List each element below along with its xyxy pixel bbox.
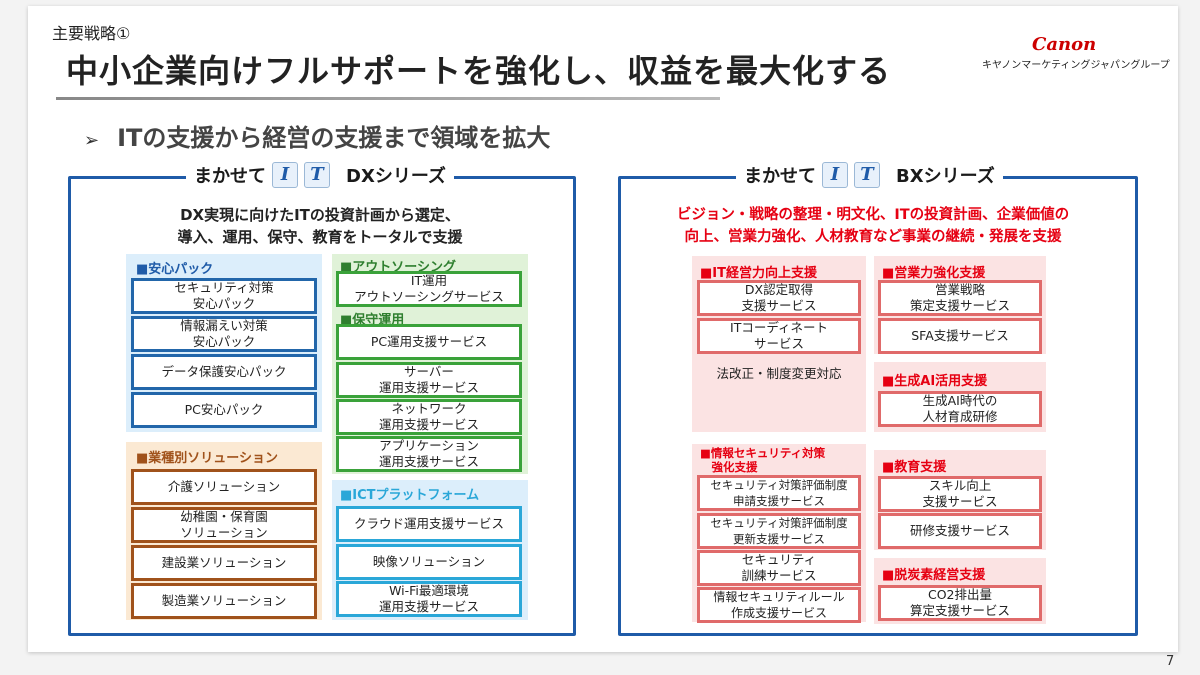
it-i-icon: I	[822, 162, 848, 188]
bullet-point: ➢ ITの支援から経営の支援まで領域を拡大	[84, 118, 550, 153]
slide-subtitle: 主要戦略①	[52, 24, 131, 43]
service-item[interactable]: スキル向上 支援サービス	[878, 476, 1042, 512]
service-item[interactable]: 法改正・制度変更対応	[697, 356, 861, 392]
anshin-pack-heading: ■安心パック	[136, 262, 214, 277]
service-item[interactable]: 介護ソリューション	[131, 469, 317, 505]
service-item[interactable]: アプリケーション 運用支援サービス	[336, 436, 522, 472]
it-t-icon: T	[854, 162, 880, 188]
bx-desc-line2: 向上、営業力強化、人材教育など事業の継続・発展を支援	[684, 229, 1062, 245]
it-t-icon: T	[304, 162, 330, 188]
ict-platform-heading: ■ICTプラットフォーム	[340, 488, 480, 503]
service-item[interactable]: セキュリティ対策評価制度 申請支援サービス	[697, 475, 861, 511]
service-item[interactable]: セキュリティ対策評価制度 更新支援サービス	[697, 513, 861, 549]
service-item[interactable]: 生成AI時代の 人材育成研修	[878, 391, 1042, 427]
service-item[interactable]: 研修支援サービス	[878, 513, 1042, 549]
service-item[interactable]: クラウド運用支援サービス	[336, 506, 522, 542]
bx-desc-line1: ビジョン・戦略の整理・明文化、ITの投資計画、企業価値の	[676, 207, 1070, 223]
security-heading: ■情報セキュリティ対策 強化支援	[700, 446, 826, 474]
service-item[interactable]: 建設業ソリューション	[131, 545, 317, 581]
page-number: 7	[1166, 654, 1175, 669]
service-item[interactable]: IT運用 アウトソーシングサービス	[336, 271, 522, 307]
service-item[interactable]: Wi-Fi最適環境 運用支援サービス	[336, 581, 522, 617]
dx-series-title: まかせて I T DXシリーズ	[186, 162, 454, 188]
arrow-bullet-icon: ➢	[84, 130, 100, 151]
service-item[interactable]: ITコーディネート サービス	[697, 318, 861, 354]
canon-logo: Canon	[1032, 34, 1097, 55]
service-item[interactable]: 営業戦略 策定支援サービス	[878, 280, 1042, 316]
bx-series-title: まかせて I T BXシリーズ	[736, 162, 1003, 188]
service-item[interactable]: PC安心パック	[131, 392, 317, 428]
decarbon-heading: ■脱炭素経営支援	[882, 568, 986, 583]
service-item[interactable]: サーバー 運用支援サービス	[336, 362, 522, 398]
company-name: キヤノンマーケティングジャパングループ	[982, 60, 1170, 71]
education-heading: ■教育支援	[882, 460, 947, 475]
it-management-heading: ■IT経営力向上支援	[700, 266, 817, 281]
dx-title-prefix: まかせて	[194, 166, 266, 187]
service-item[interactable]: セキュリティ対策 安心パック	[131, 278, 317, 314]
title-underline	[56, 97, 720, 100]
dx-desc-line2: 導入、運用、保守、教育をトータルで支援	[177, 228, 463, 246]
bx-description: ビジョン・戦略の整理・明文化、ITの投資計画、企業価値の 向上、営業力強化、人材…	[646, 204, 1100, 248]
service-item[interactable]: セキュリティ 訓練サービス	[697, 550, 861, 586]
service-item[interactable]: CO2排出量 算定支援サービス	[878, 585, 1042, 621]
service-item[interactable]: DX認定取得 支援サービス	[697, 280, 861, 316]
it-i-icon: I	[272, 162, 298, 188]
slide-title: 中小企業向けフルサポートを強化し、収益を最大化する	[66, 52, 892, 90]
bx-title-prefix: まかせて	[744, 166, 816, 187]
service-item[interactable]: データ保護安心パック	[131, 354, 317, 390]
service-item[interactable]: SFA支援サービス	[878, 318, 1042, 354]
sales-heading: ■営業力強化支援	[882, 266, 986, 281]
service-item[interactable]: 情報セキュリティルール 作成支援サービス	[697, 587, 861, 623]
bullet-text: ITの支援から経営の支援まで領域を拡大	[117, 124, 551, 152]
service-item[interactable]: PC運用支援サービス	[336, 324, 522, 360]
industry-solution-heading: ■業種別ソリューション	[136, 451, 279, 466]
service-item[interactable]: ネットワーク 運用支援サービス	[336, 399, 522, 435]
service-item[interactable]: 映像ソリューション	[336, 544, 522, 580]
service-item[interactable]: 幼稚園・保育園 ソリューション	[131, 507, 317, 543]
genai-heading: ■生成AI活用支援	[882, 374, 988, 389]
dx-description: DX実現に向けたITの投資計画から選定、 導入、運用、保守、教育をトータルで支援	[150, 204, 490, 248]
dx-title-suffix: DXシリーズ	[346, 166, 446, 187]
bx-title-suffix: BXシリーズ	[896, 166, 995, 187]
service-item[interactable]: 製造業ソリューション	[131, 583, 317, 619]
service-item[interactable]: 情報漏えい対策 安心パック	[131, 316, 317, 352]
dx-desc-line1: DX実現に向けたITの投資計画から選定、	[180, 206, 460, 224]
